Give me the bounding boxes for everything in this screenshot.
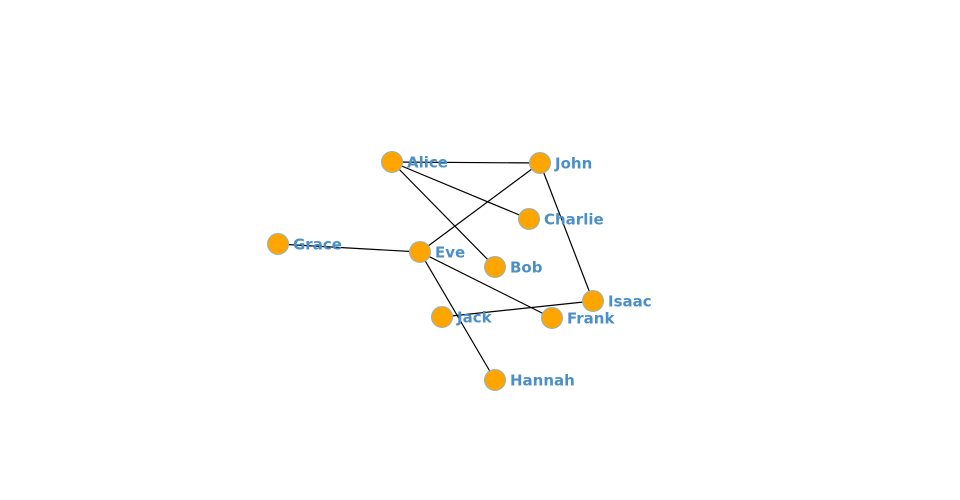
node-label: Jack	[456, 309, 493, 327]
edge-alice-john	[391, 161, 541, 164]
edge-alice-bob	[391, 161, 496, 268]
node-label: Isaac	[608, 293, 652, 311]
node-label: Hannah	[510, 372, 575, 390]
edges-layer	[277, 161, 594, 381]
node-alice[interactable]: Alice	[381, 151, 448, 173]
node-charlie[interactable]: Charlie	[518, 208, 604, 230]
node-marker[interactable]	[529, 152, 551, 174]
edge-jack-isaac	[441, 300, 594, 318]
node-grace[interactable]: Grace	[267, 233, 342, 255]
node-label: John	[554, 155, 592, 173]
node-marker[interactable]	[409, 241, 431, 263]
node-marker[interactable]	[381, 151, 403, 173]
edge-john-eve	[419, 162, 541, 253]
node-marker[interactable]	[582, 290, 604, 312]
node-label: Eve	[435, 244, 465, 262]
node-label: Charlie	[544, 211, 604, 229]
node-isaac[interactable]: Isaac	[582, 290, 652, 312]
edge-eve-hannah	[419, 251, 496, 381]
node-jack[interactable]: Jack	[431, 306, 493, 328]
node-label: Grace	[293, 236, 342, 254]
node-marker[interactable]	[267, 233, 289, 255]
edge-grace-eve	[277, 243, 421, 253]
edge-eve-frank	[419, 251, 553, 319]
node-marker[interactable]	[484, 256, 506, 278]
node-john[interactable]: John	[529, 152, 593, 174]
node-label: Bob	[510, 259, 543, 277]
node-marker[interactable]	[518, 208, 540, 230]
node-label: Alice	[407, 154, 448, 172]
node-marker[interactable]	[484, 369, 506, 391]
node-bob[interactable]: Bob	[484, 256, 543, 278]
node-hannah[interactable]: Hannah	[484, 369, 575, 391]
node-marker[interactable]	[541, 307, 563, 329]
edge-john-isaac	[539, 162, 594, 302]
node-marker[interactable]	[431, 306, 453, 328]
node-frank[interactable]: Frank	[541, 307, 616, 329]
node-label: Frank	[567, 310, 615, 328]
edge-alice-charlie	[391, 161, 530, 220]
node-eve[interactable]: Eve	[409, 241, 466, 263]
